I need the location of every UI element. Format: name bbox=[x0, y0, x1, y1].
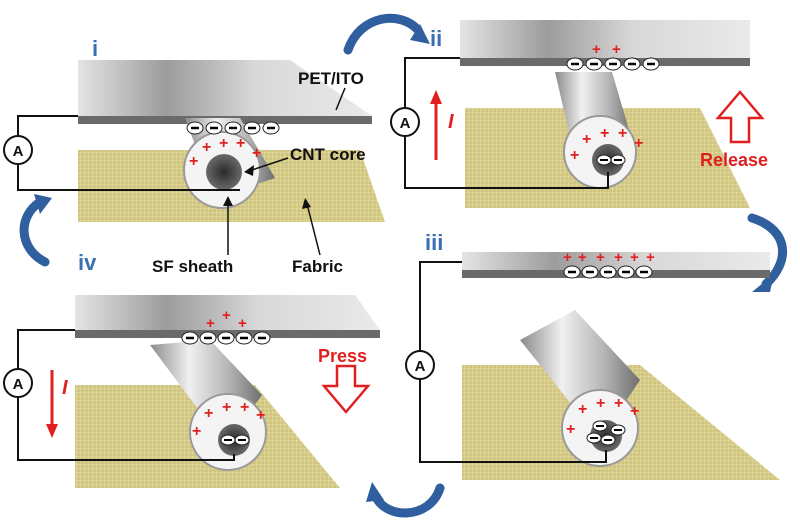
svg-text:+: + bbox=[202, 139, 211, 156]
svg-text:+: + bbox=[222, 307, 231, 324]
svg-text:+: + bbox=[566, 421, 575, 438]
action-label-press: Press bbox=[318, 346, 367, 366]
sheath-positive-charges: +++ ++ bbox=[192, 399, 265, 440]
svg-text:+: + bbox=[614, 395, 623, 412]
curved-arrowhead bbox=[410, 24, 430, 44]
label-fabric: Fabric bbox=[292, 257, 343, 276]
panel-ii: ++ +++ ++ A I ii Release bbox=[390, 20, 768, 208]
down-arrow-outline-icon bbox=[321, 364, 371, 414]
pet-ito-plate-top bbox=[462, 252, 770, 270]
svg-text:+: + bbox=[563, 249, 572, 266]
up-arrow-outline-icon bbox=[715, 90, 765, 144]
pet-ito-plate-top bbox=[78, 60, 372, 116]
current-arrowhead bbox=[430, 90, 442, 104]
circuit-wire bbox=[404, 57, 609, 189]
current-label: I bbox=[448, 111, 454, 133]
ammeter-label: A bbox=[415, 358, 426, 375]
circuit-wire bbox=[419, 261, 607, 463]
ammeter-label: A bbox=[13, 143, 24, 160]
pet-ito-plate-top bbox=[460, 20, 750, 58]
panel-i: +++ ++ A i PET/ITO CNT core SF sheath Fa… bbox=[3, 36, 385, 276]
plate-positive-charges: + + + + + + bbox=[563, 249, 655, 266]
svg-text:+: + bbox=[596, 395, 605, 412]
fiber-core bbox=[206, 154, 242, 190]
sheath-positive-charges: +++ ++ bbox=[570, 125, 643, 164]
core-negative-charges bbox=[220, 434, 250, 446]
leader-pet-ito bbox=[335, 87, 346, 111]
svg-text:+: + bbox=[582, 131, 591, 148]
leader-arrowhead bbox=[223, 196, 233, 206]
plate-negative-charges bbox=[181, 331, 271, 345]
svg-text:+: + bbox=[600, 125, 609, 142]
svg-text:+: + bbox=[630, 249, 639, 266]
leader-arrowhead bbox=[302, 198, 311, 209]
action-label-release: Release bbox=[700, 150, 768, 170]
panel-iv: +++ +++ ++ A I Press bbox=[3, 295, 380, 488]
curved-arrowhead bbox=[34, 194, 52, 214]
svg-text:+: + bbox=[240, 399, 249, 416]
svg-text:+: + bbox=[252, 145, 261, 162]
svg-text:+: + bbox=[578, 249, 587, 266]
svg-text:+: + bbox=[596, 249, 605, 266]
curved-arrowhead bbox=[366, 482, 384, 502]
svg-text:+: + bbox=[238, 315, 247, 332]
sheath-positive-charges: +++ ++ bbox=[566, 395, 639, 438]
svg-text:+: + bbox=[236, 135, 245, 152]
circuit-wire bbox=[17, 329, 235, 461]
curved-arrow-icon bbox=[343, 13, 423, 55]
ammeter-label: A bbox=[13, 376, 24, 393]
ammeter bbox=[405, 350, 435, 380]
ammeter bbox=[390, 107, 420, 137]
leader-fabric bbox=[305, 199, 321, 256]
pet-ito-plate-top bbox=[75, 295, 380, 330]
svg-text:+: + bbox=[578, 401, 587, 418]
panel-iii: +++ +++ +++ ++ A iii bbox=[405, 230, 780, 480]
curved-arrow-icon bbox=[19, 197, 50, 267]
svg-text:+: + bbox=[189, 153, 198, 170]
label-pet-ito: PET/ITO bbox=[298, 69, 364, 88]
svg-text:+: + bbox=[206, 315, 215, 332]
leader-arrowhead bbox=[244, 165, 254, 176]
svg-text:+: + bbox=[612, 41, 621, 58]
label-sf-sheath: SF sheath bbox=[152, 257, 233, 276]
svg-text:+: + bbox=[630, 403, 639, 420]
sheath-positive-charges: +++ ++ bbox=[189, 135, 261, 170]
svg-text:+: + bbox=[646, 249, 655, 266]
panel-numeral-i: i bbox=[92, 36, 98, 61]
svg-text:+: + bbox=[570, 147, 579, 164]
label-cnt-core: CNT core bbox=[290, 145, 366, 164]
current-label: I bbox=[62, 377, 68, 399]
svg-text:+: + bbox=[222, 399, 231, 416]
current-arrowhead bbox=[46, 424, 58, 438]
svg-text:+: + bbox=[204, 405, 213, 422]
svg-text:+: + bbox=[618, 125, 627, 142]
plate-positive-charges: + + + bbox=[206, 307, 247, 332]
panel-numeral-ii: ii bbox=[430, 26, 442, 51]
svg-text:+: + bbox=[192, 423, 201, 440]
svg-text:+: + bbox=[614, 249, 623, 266]
svg-text:+: + bbox=[256, 407, 265, 424]
curved-arrow-icon bbox=[370, 483, 445, 518]
svg-text:+: + bbox=[634, 135, 643, 152]
curved-arrowhead bbox=[752, 274, 774, 292]
panel-numeral-iv: iv bbox=[78, 250, 97, 275]
panel-numeral-iii: iii bbox=[425, 230, 443, 255]
svg-text:+: + bbox=[592, 41, 601, 58]
plate-positive-charges: ++ bbox=[592, 41, 621, 58]
ammeter bbox=[3, 135, 33, 165]
svg-text:+: + bbox=[219, 135, 228, 152]
ammeter bbox=[3, 368, 33, 398]
core-negative-signs bbox=[590, 425, 622, 441]
ammeter-label: A bbox=[400, 115, 411, 132]
